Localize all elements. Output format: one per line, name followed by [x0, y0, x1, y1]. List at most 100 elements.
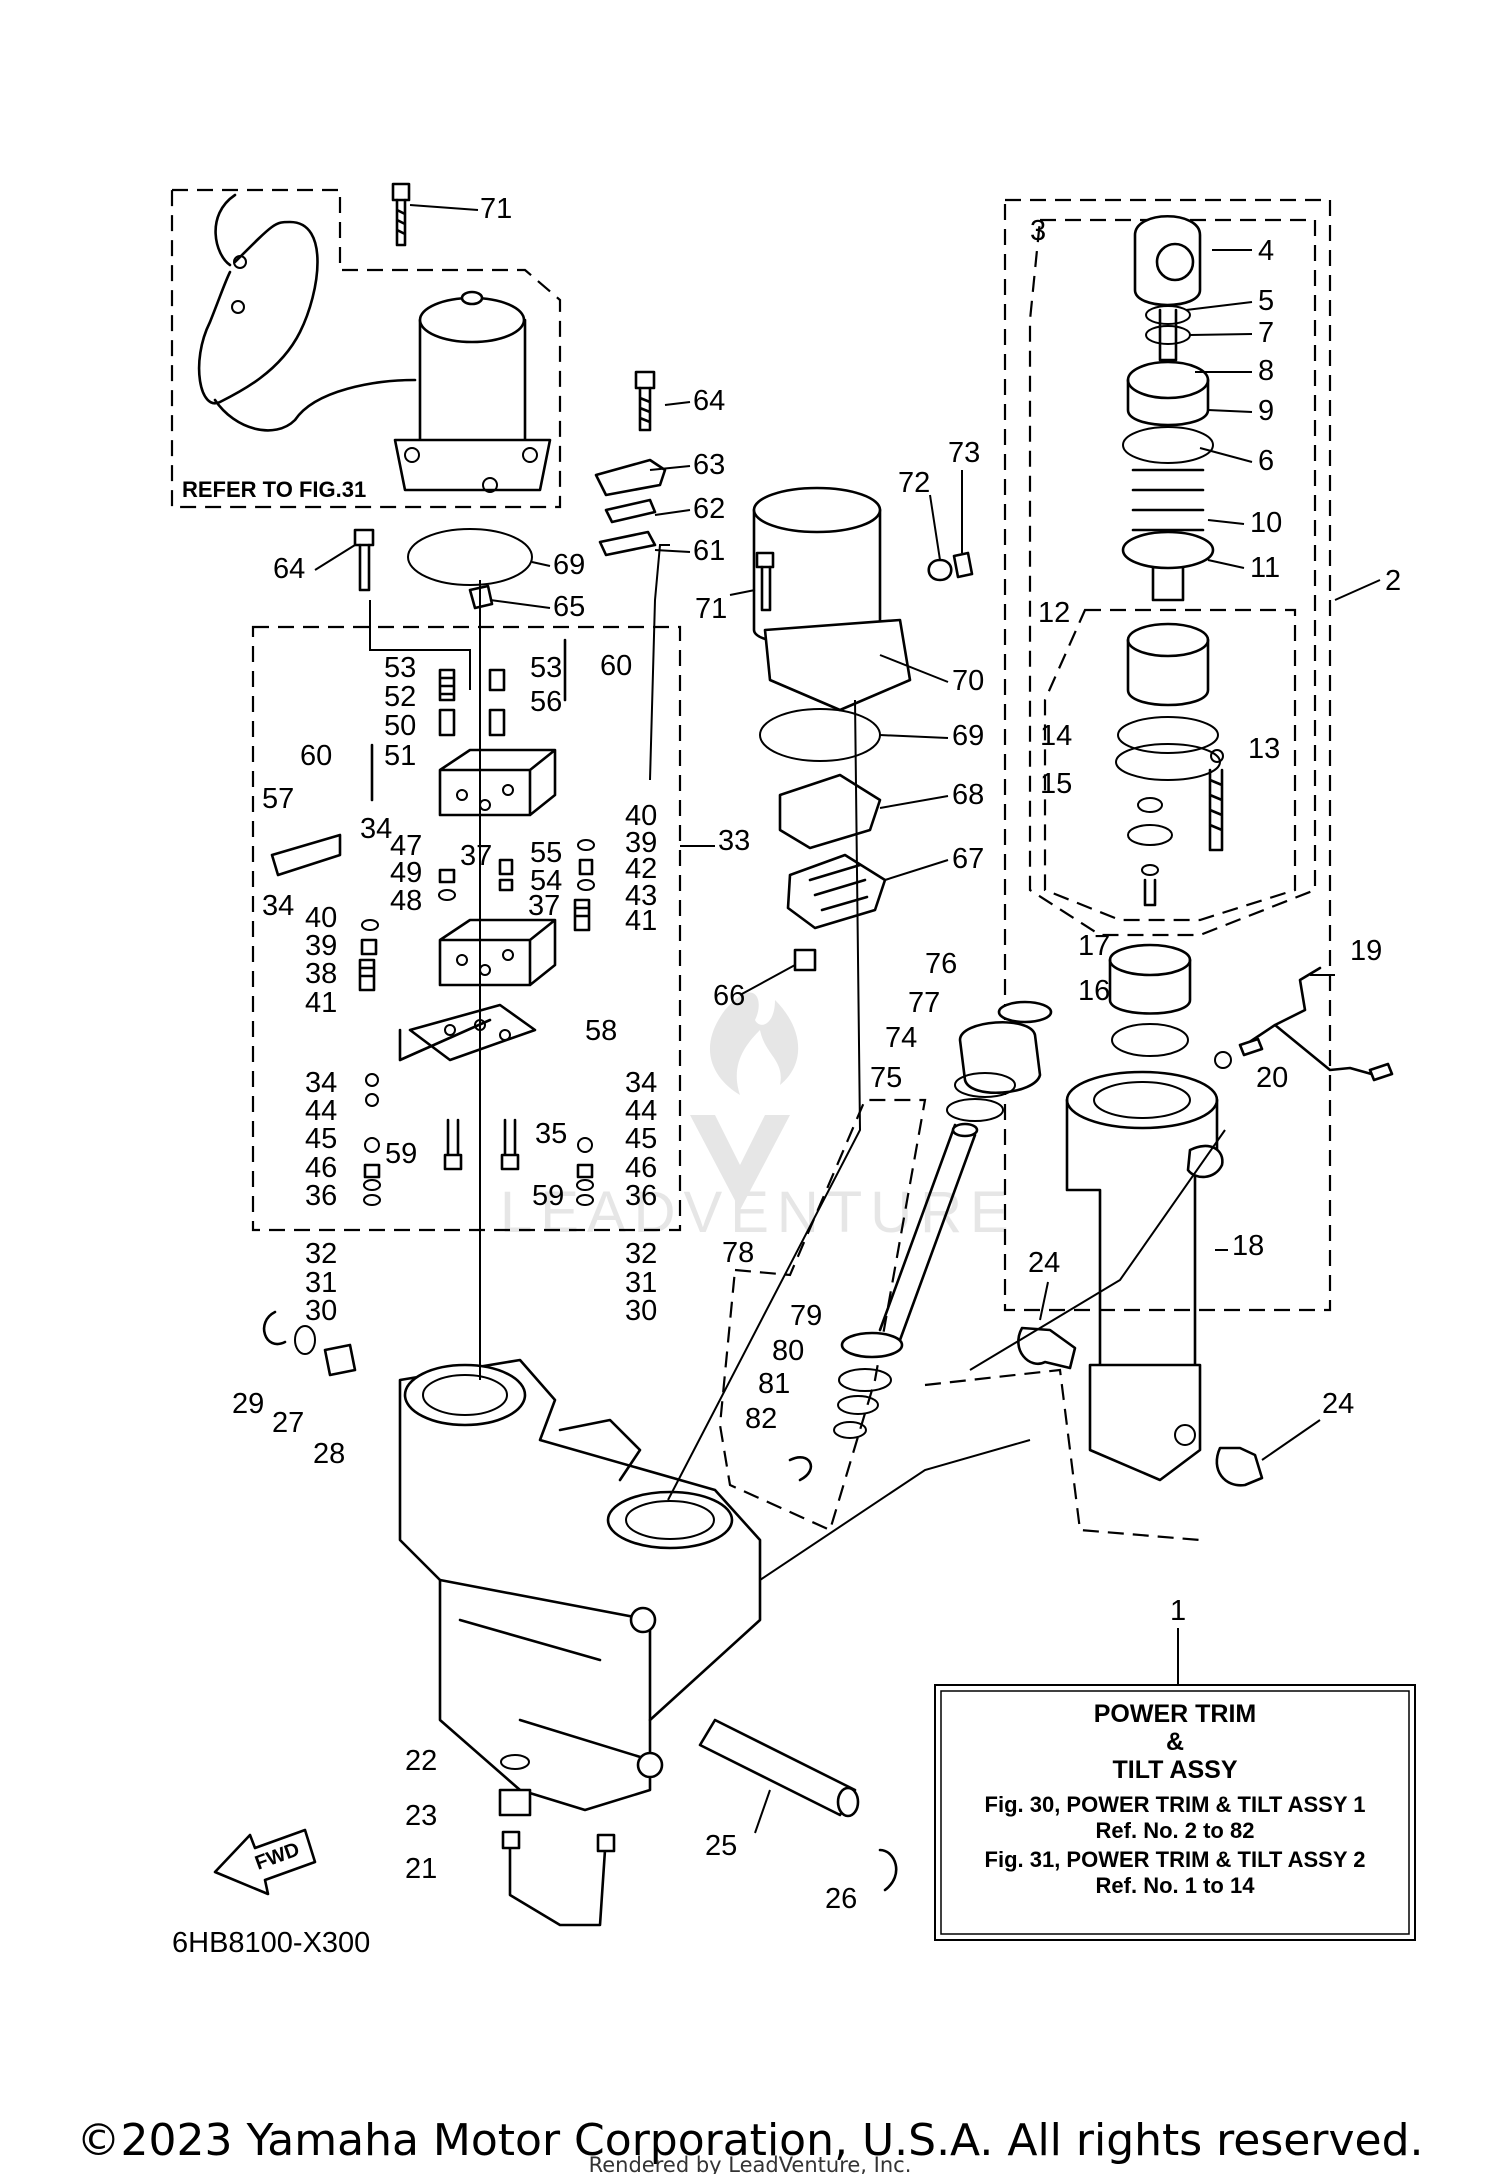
- info-line-2: Ref. No. 2 to 82: [1096, 1818, 1255, 1843]
- refer-label: REFER TO FIG.31: [182, 477, 366, 502]
- callout-79: 79: [790, 1300, 822, 1332]
- callout-68: 68: [952, 779, 984, 811]
- callout-51: 51: [384, 740, 416, 772]
- callout-6: 6: [1258, 445, 1274, 477]
- callout-75: 75: [870, 1062, 902, 1094]
- callout-12: 12: [1038, 597, 1070, 629]
- callout-30b: 30: [625, 1295, 657, 1327]
- callout-49: 49: [390, 857, 422, 889]
- tilt-cylinder-group: [924, 198, 1394, 1542]
- callout-57: 57: [262, 783, 294, 815]
- callout-23: 23: [405, 1800, 437, 1832]
- info-title-2: &: [1166, 1728, 1184, 1756]
- callout-11: 11: [1250, 552, 1280, 584]
- refer-group: REFER TO FIG.31: [170, 182, 562, 509]
- callout-47: 47: [390, 830, 422, 862]
- seal-kit-group: [718, 1000, 1053, 1532]
- callout-36b: 36: [625, 1180, 657, 1212]
- callout-53a: 53: [384, 652, 416, 684]
- callout-71b: 71: [695, 593, 727, 625]
- info-title-1: POWER TRIM: [1094, 1700, 1257, 1728]
- callout-45a: 45: [305, 1123, 337, 1155]
- callout-37a: 37: [460, 840, 492, 872]
- callout-43: 43: [625, 880, 657, 912]
- callout-41a: 41: [625, 905, 657, 937]
- rendered-by-text: Rendered by LeadVenture, Inc.: [589, 2153, 912, 2174]
- callout-53b: 53: [530, 652, 562, 684]
- info-box: 1 POWER TRIM & TILT ASSY Fig. 30, POWER …: [934, 1595, 1416, 1941]
- callout-26: 26: [825, 1883, 857, 1915]
- callout-34b: 34: [262, 890, 294, 922]
- callout-38: 38: [305, 958, 337, 990]
- callout-59a: 59: [385, 1138, 417, 1170]
- callout-14: 14: [1040, 720, 1072, 752]
- callout-9: 9: [1258, 395, 1274, 427]
- callout-56: 56: [530, 686, 562, 718]
- callout-5: 5: [1258, 285, 1274, 317]
- callout-46b: 46: [625, 1152, 657, 1184]
- callout-10: 10: [1250, 507, 1282, 539]
- callout-15: 15: [1040, 768, 1072, 800]
- callout-55: 55: [530, 837, 562, 869]
- callout-82: 82: [745, 1403, 777, 1435]
- callout-31a: 31: [305, 1267, 337, 1299]
- callout-42: 42: [625, 853, 657, 885]
- callout-4: 4: [1258, 235, 1274, 267]
- callout-40b: 40: [305, 902, 337, 934]
- callout-73: 73: [948, 437, 980, 469]
- info-line-1: Fig. 30, POWER TRIM & TILT ASSY 1: [985, 1792, 1366, 1817]
- callout-63: 63: [693, 449, 725, 481]
- callout-33: 33: [718, 825, 750, 857]
- callout-19: 19: [1350, 935, 1382, 967]
- diagram-code: 6HB8100-X300: [172, 1927, 370, 1959]
- callout-54: 54: [530, 865, 562, 897]
- callout-20: 20: [1256, 1062, 1288, 1094]
- callout-41b: 41: [305, 987, 337, 1019]
- callout-44b: 44: [625, 1095, 657, 1127]
- callout-32a: 32: [305, 1238, 337, 1270]
- callout-39a: 39: [625, 827, 657, 859]
- callout-35: 35: [535, 1118, 567, 1150]
- info-line-4: Ref. No. 1 to 14: [1096, 1873, 1256, 1898]
- callout-29: 29: [232, 1388, 264, 1420]
- callout-64a: 64: [693, 385, 725, 417]
- callout-18: 18: [1232, 1230, 1264, 1262]
- callout-60a: 60: [300, 740, 332, 772]
- callout-45b: 45: [625, 1123, 657, 1155]
- callout-8: 8: [1258, 355, 1274, 387]
- callout-24a: 24: [1028, 1247, 1060, 1279]
- info-line-3: Fig. 31, POWER TRIM & TILT ASSY 2: [985, 1847, 1366, 1872]
- callout-69b: 69: [553, 549, 585, 581]
- callout-81: 81: [758, 1368, 790, 1400]
- callout-21: 21: [405, 1853, 437, 1885]
- callout-30a: 30: [305, 1295, 337, 1327]
- callout-48: 48: [390, 885, 422, 917]
- callout-44a: 44: [305, 1095, 337, 1127]
- callouts: 2 3 4 5 6 7 8 9 10 11 12 13 14 15 16 17 …: [232, 193, 1401, 1915]
- callout-leaders: [314, 249, 1381, 1834]
- copyright-text: ©2023 Yamaha Motor Corporation, U.S.A. A…: [77, 2115, 1424, 2166]
- callout-70: 70: [952, 665, 984, 697]
- callout-64b: 64: [273, 553, 305, 585]
- callout-71a: 71: [480, 193, 512, 225]
- callout-1: 1: [1170, 1595, 1186, 1627]
- callout-50: 50: [384, 710, 416, 742]
- callout-40a: 40: [625, 800, 657, 832]
- callout-52: 52: [384, 681, 416, 713]
- callout-16: 16: [1078, 975, 1110, 1007]
- callout-32b: 32: [625, 1238, 657, 1270]
- callout-74: 74: [885, 1022, 917, 1054]
- callout-7: 7: [1258, 317, 1274, 349]
- callout-36a: 36: [305, 1180, 337, 1212]
- callout-66: 66: [713, 980, 745, 1012]
- callout-76: 76: [925, 948, 957, 980]
- callout-27: 27: [272, 1407, 304, 1439]
- callout-2: 2: [1385, 565, 1401, 597]
- main-bracket: [262, 1310, 898, 1927]
- watermark-logo: LEADVENTURE: [500, 992, 1009, 1245]
- callout-13: 13: [1248, 733, 1280, 765]
- callout-78: 78: [722, 1237, 754, 1269]
- callout-34d: 34: [625, 1067, 657, 1099]
- callout-77: 77: [908, 987, 940, 1019]
